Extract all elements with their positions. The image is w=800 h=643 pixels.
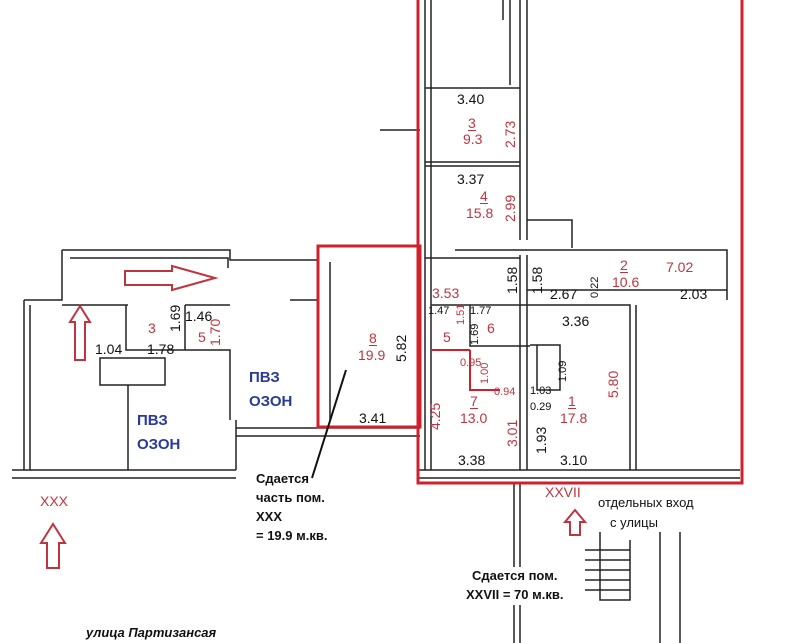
dim: 2.03 [680,286,708,302]
dim: 3.38 [458,452,486,468]
dim: 1.03 [530,385,552,397]
walls [12,0,740,643]
dim: 1.70 [207,318,223,346]
dim: 1.93 [533,426,549,454]
room-number: 4 [480,188,488,204]
street-label: улица Партизансая [86,625,217,640]
pvz-label: ПВЗ [249,369,280,386]
room-number: 3 [468,115,476,131]
room-number: 8 [369,330,377,346]
dim: 1.77 [470,305,492,317]
highlight-outlines [316,0,744,485]
room-number: 3 [148,320,156,336]
arrow-up-icon [562,508,588,536]
dim: 1.78 [147,341,175,357]
dim: 1.46 [185,308,213,324]
dim: 1.69 [469,323,481,345]
dim: 3.36 [562,313,590,329]
caption-line: = 19.9 м.кв. [256,527,328,543]
rent-area-xxvii [416,0,744,485]
dim: 1.58 [529,266,545,294]
caption-line: XXX [256,508,283,524]
dim: 0.22 [589,276,601,298]
pvz-label: ОЗОН [137,436,181,453]
dim: 1.47 [428,305,450,317]
pvz-label: ПВЗ [137,412,168,429]
dim: 2.99 [502,194,518,222]
dim: 3.53 [432,285,460,301]
caption-line: Сдается [256,471,309,486]
premises-label-xxvii: XXVII [545,484,581,500]
premises-label-xxx: XXX [40,493,69,509]
room-number: 2 [620,257,628,273]
dim: 3.40 [457,91,485,107]
caption-line: XXVII = 70 м.кв. [466,586,564,602]
room-area: 19.9 [358,347,386,363]
dim: 3.37 [457,171,485,187]
arrow-up-icon [68,304,92,361]
dim: 0.95 [460,357,482,369]
dim: 1.51 [455,303,467,325]
leader-line [311,369,347,479]
dim: 7.02 [666,259,694,275]
room-area: 15.8 [466,205,494,221]
room-area: 9.3 [463,131,483,147]
rent-part-caption: Сдается часть пом. XXX = 19.9 м.кв. [256,470,327,545]
room-number: 7 [470,393,478,409]
arrow-up-icon [39,522,67,569]
caption-line: отдельных вход [598,495,694,510]
rent-full-caption: Сдается пом. XXVII = 70 м.кв. [466,567,564,605]
dim: 1.69 [167,304,183,332]
room-area: 10.6 [612,274,640,290]
room-number: 5 [443,329,451,345]
dim: 0.29 [530,401,552,413]
dim: 1.04 [95,341,123,357]
dim: 2.67 [550,286,578,302]
arrow-right-icon [124,264,219,292]
caption-line: часть пом. [256,489,325,505]
dim: 0.94 [494,386,516,398]
room-number: 1 [568,393,576,409]
dim: 1.58 [504,266,520,294]
dim: 5.80 [605,370,621,398]
dim: 2.73 [502,120,518,148]
dim: 3.10 [560,452,588,468]
arrows [39,264,588,569]
room-number: 6 [487,320,495,336]
rent-area-room-8 [316,244,422,429]
room-area: 17.8 [560,410,588,426]
dim: 3.41 [359,410,387,426]
entrance-caption: отдельных вход с улицы [598,493,694,532]
room-area: 13.0 [460,410,488,426]
caption-line: Сдается пом. [472,568,558,583]
dim: 3.01 [504,419,520,447]
dim: 1.09 [557,360,569,382]
dim: 1.00 [479,362,491,384]
caption-line: с улицы [610,514,658,530]
room-number: 5 [198,329,206,345]
dim: 4.25 [427,402,443,430]
pvz-label: ОЗОН [249,393,293,410]
dim: 5.82 [393,334,409,362]
